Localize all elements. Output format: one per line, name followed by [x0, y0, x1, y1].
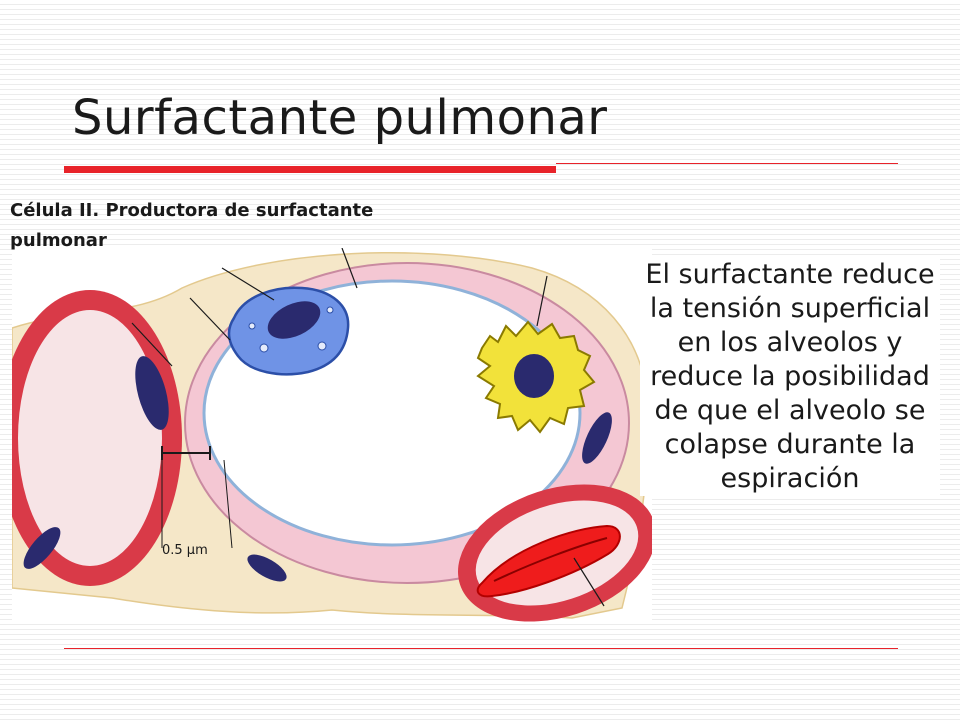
scale-bar: [161, 446, 233, 549]
left-capillary: [12, 290, 182, 586]
lower-right-capillary: [457, 484, 652, 622]
title-underline-thick: [64, 166, 556, 173]
cell-caption: Célula II. Productora de surfactante pul…: [10, 200, 374, 251]
bottom-rule: [64, 648, 898, 649]
leader-lines: [131, 248, 605, 607]
slide-title: Surfactante pulmonar: [72, 90, 608, 146]
alveolus-illustration: 0.5 μm: [12, 248, 652, 623]
alveolar-macrophage: [476, 320, 596, 434]
type-ii-cell: [227, 286, 350, 376]
body-text: El surfactante reduce la tensión superfi…: [640, 258, 940, 496]
red-blood-cell: [476, 524, 621, 598]
title-underline-thin: [556, 163, 898, 164]
scale-label: 0.5 μm: [162, 543, 208, 558]
